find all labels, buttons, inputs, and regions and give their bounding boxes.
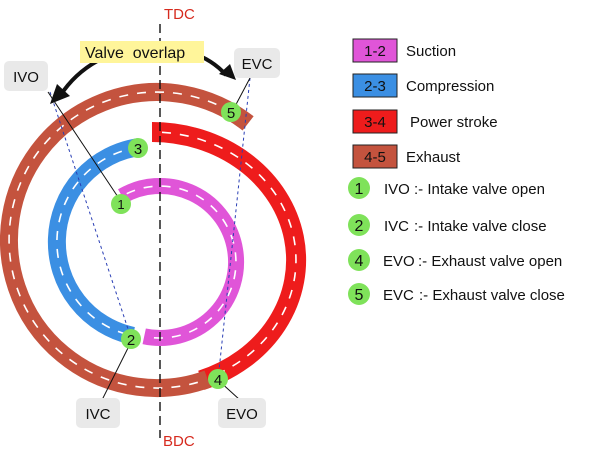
point-1-label: 1 [117,197,124,212]
valve-overlap-arrowhead-right [219,64,236,80]
exhaust-ring-flow-line [8,91,241,389]
legend-event-evo-text: :- Exhaust valve open [418,253,562,270]
legend-event-ivo-text: :- Intake valve open [414,181,545,198]
point-2-label: 2 [127,332,135,349]
ivc-callout: IVC [76,398,120,428]
ivo-callout-label: IVO [13,69,39,86]
point-2: 2 [121,329,141,349]
evc-callout-label: EVC [242,56,273,73]
point-1: 1 [111,194,131,214]
evo-callout: EVO [218,398,266,428]
stroke-rings [0,83,307,398]
valve-overlap-highlight [80,41,204,63]
legend-event-evc-marker [348,283,370,305]
ivo-ivc-guide-line [49,91,131,336]
legend-label-power-stroke: Power stroke [410,114,498,131]
legend-item-exhaust: 4-5 Exhaust [352,144,461,169]
point-4-label: 4 [214,372,222,389]
bdc-label: BDC [163,433,195,450]
legend-event-ivc: 2 IVC :- Intake valve close [348,214,547,236]
legend-swatch-exhaust [352,144,398,169]
legend-event-ivc-marker [348,214,370,236]
legend-event-ivo: 1 IVO :- Intake valve open [348,177,545,199]
legend-key-suction: 1-2 [364,43,386,60]
point-5-label: 5 [227,105,235,122]
legend-event-evo-abbr: EVO [383,253,415,270]
evc-evo-guide-line [217,77,251,381]
valve-overlap-label: Valve overlap [85,45,185,62]
suction-ring [118,178,245,346]
tdc-label: TDC [164,6,195,23]
legend-strokes: 1-2 Suction 2-3 Compression 3-4 Power st… [352,38,498,169]
valve-overlap-arrowhead-left [50,84,70,104]
point-3: 3 [128,138,148,158]
legend-event-ivo-marker [348,177,370,199]
compression-ring [47,137,141,345]
legend-event-evo-number: 4 [355,253,364,270]
legend-item-suction: 1-2 Suction [352,38,456,63]
legend-event-ivo-number: 1 [355,181,364,198]
legend-item-compression: 2-3 Compression [352,73,494,98]
legend-key-power-stroke: 3-4 [364,114,386,131]
compression-ring-flow-line [56,147,134,336]
ivc-callout-label: IVC [85,406,110,423]
legend-event-ivc-text: :- Intake valve close [414,218,547,235]
suction-ring-flow-line [126,185,237,339]
legend-key-exhaust: 4-5 [364,149,386,166]
legend-label-compression: Compression [406,78,494,95]
legend-event-evc-number: 5 [355,287,364,304]
legend-event-ivc-number: 2 [355,218,364,235]
ivo-pointer-line [47,91,123,204]
flow-arrows [8,91,297,389]
legend-swatch-suction [352,38,398,63]
legend-events: 1 IVO :- Intake valve open 2 IVC :- Inta… [348,177,565,305]
point-4: 4 [208,369,228,389]
point-3-label: 3 [134,141,142,158]
legend-event-ivo-abbr: IVO [384,181,410,198]
legend-event-evc-abbr: EVC [383,287,414,304]
legend-item-power-stroke: 3-4 Power stroke [352,109,498,134]
legend-event-evo-marker [348,249,370,271]
power-ring-flow-line [161,131,297,378]
ivc-pointer-line [101,339,133,401]
legend-event-ivc-abbr: IVC [384,218,409,235]
legend-event-evo: 4 EVO :- Exhaust valve open [348,249,562,271]
point-5: 5 [221,102,241,122]
legend-event-evc: 5 EVC :- Exhaust valve close [348,283,565,305]
legend-key-compression: 2-3 [364,78,386,95]
legend-event-evc-text: :- Exhaust valve close [419,287,565,304]
legend-swatch-power-stroke [352,109,398,134]
evc-callout: EVC [234,48,280,78]
ivo-callout: IVO [4,61,48,91]
legend-swatch-compression [352,73,398,98]
legend-label-suction: Suction [406,43,456,60]
evo-callout-label: EVO [226,406,258,423]
legend-label-exhaust: Exhaust [406,149,461,166]
